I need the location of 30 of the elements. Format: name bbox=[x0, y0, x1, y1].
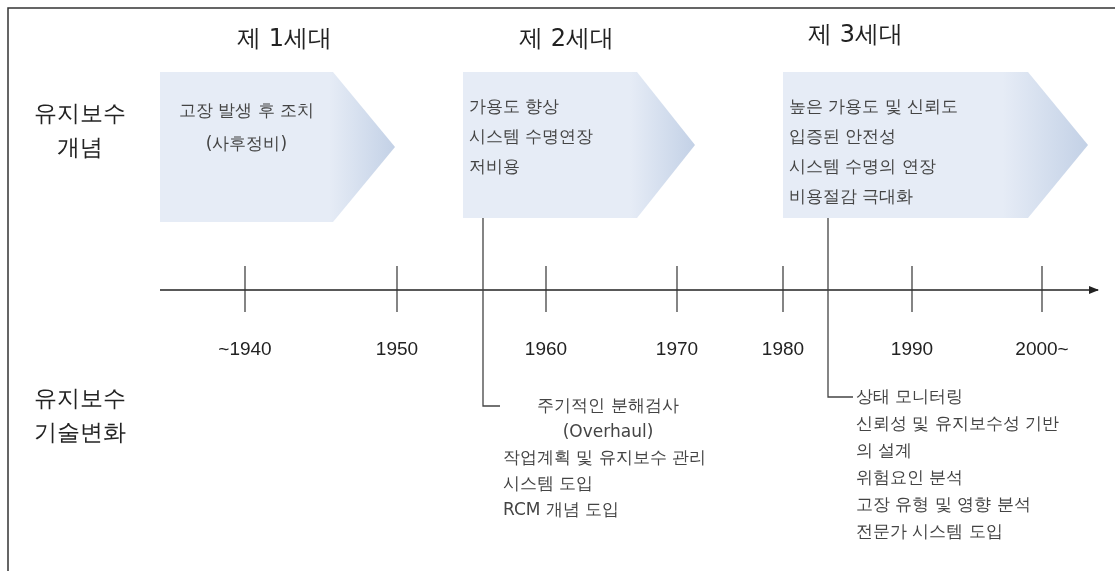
concept-text: 높은 가용도 및 신뢰도 bbox=[789, 95, 960, 118]
year-label: 1960 bbox=[524, 338, 568, 360]
year-label: 2000~ bbox=[1015, 338, 1069, 360]
technique-text: 작업계획 및 유지보수 관리시스템 도입 bbox=[503, 446, 708, 495]
technique-text: 주기적인 분해검사 (Overhaul) bbox=[536, 394, 680, 443]
generation-heading: 제 2세대 bbox=[519, 23, 614, 54]
generation-heading: 제 1세대 bbox=[237, 23, 332, 54]
concept-text: 고장 발생 후 조치 (사후정비) bbox=[177, 99, 316, 155]
concept-text: 가용도 향상 bbox=[469, 95, 561, 118]
concept-text: 시스템 수명연장 bbox=[469, 125, 595, 148]
row-label: 유지보수 기술변화 bbox=[33, 384, 127, 447]
technique-text: 전문가 시스템 도입 bbox=[856, 520, 1004, 543]
concept-text: 시스템 수명의 연장 bbox=[789, 155, 937, 178]
year-label: ~1940 bbox=[218, 338, 272, 360]
technique-text: 고장 유형 및 영향 분석 bbox=[856, 493, 1032, 516]
year-label: 1990 bbox=[890, 338, 934, 360]
year-label: 1950 bbox=[375, 338, 419, 360]
leader-line bbox=[827, 217, 854, 398]
year-label: 1980 bbox=[761, 338, 805, 360]
year-label: 1970 bbox=[655, 338, 699, 360]
concept-text: 입증된 안전성 bbox=[789, 125, 898, 148]
concept-text: 비용절감 극대화 bbox=[789, 185, 915, 208]
technique-text: 위험요인 분석 bbox=[856, 466, 965, 489]
leader-line bbox=[482, 217, 501, 407]
technique-text: 상태 모니터링 bbox=[856, 385, 965, 408]
technique-text: 신뢰성 및 유지보수성 기반의 설계 bbox=[856, 412, 1061, 462]
generation-heading: 제 3세대 bbox=[808, 19, 903, 50]
concept-text: 저비용 bbox=[469, 155, 521, 178]
technique-text: RCM 개념 도입 bbox=[503, 498, 621, 521]
row-label: 유지보수 개념 bbox=[33, 99, 127, 162]
